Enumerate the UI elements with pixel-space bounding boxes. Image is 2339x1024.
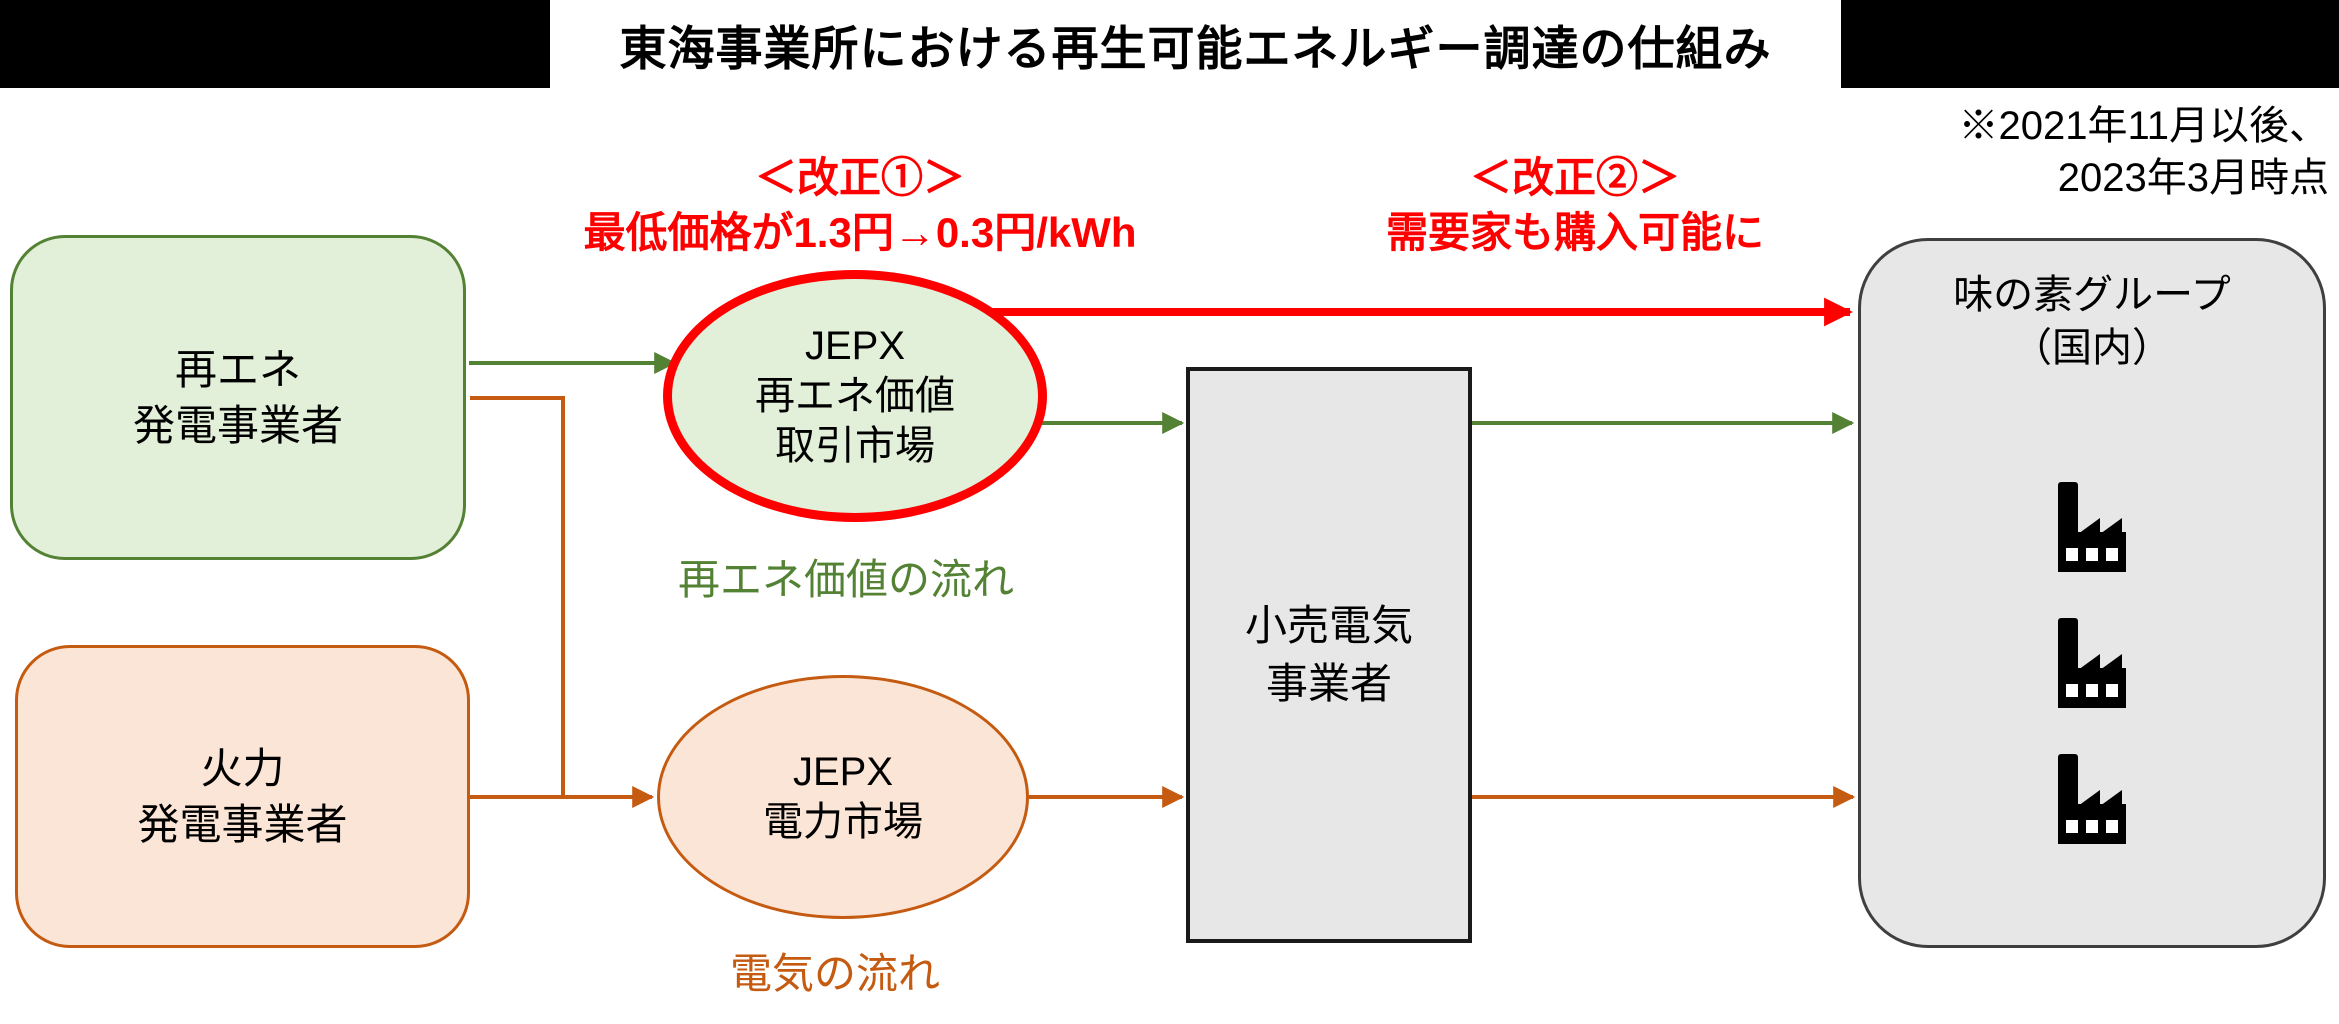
date-note: ※2021年11月以後、 2023年3月時点 bbox=[1958, 104, 2329, 200]
node-retailer: 小売電気 事業者 bbox=[1186, 367, 1472, 943]
reform1-body: 最低価格が1.3円→0.3円/kWh bbox=[583, 209, 1137, 256]
title-bar-right-block bbox=[1841, 0, 2339, 88]
factory-icon bbox=[2058, 618, 2126, 708]
node-jepx-value-market: JEPX 再エネ価値 取引市場 bbox=[663, 270, 1047, 522]
reform2-heading: ＜改正②＞ bbox=[1469, 154, 1680, 201]
reform1-heading: ＜改正①＞ bbox=[754, 154, 965, 201]
electricity-flow-label: 電気の流れ bbox=[730, 950, 941, 997]
node-ajinomoto-group: 味の素グループ （国内） bbox=[1858, 238, 2326, 948]
line-renewable-to-jepx-power-branch bbox=[470, 396, 565, 797]
renewable-value-flow-label: 再エネ価値の流れ bbox=[678, 556, 1015, 603]
title-bar-left-block bbox=[0, 0, 550, 88]
node-jepx-power-market: JEPX 電力市場 bbox=[657, 675, 1029, 919]
node-thermal-generator: 火力 発電事業者 bbox=[15, 645, 470, 948]
ajinomoto-group-label: 味の素グループ （国内） bbox=[1953, 273, 2231, 370]
reform2-body: 需要家も購入可能に bbox=[1385, 209, 1764, 256]
factory-icon bbox=[2058, 482, 2126, 572]
node-renewable-generator: 再エネ 発電事業者 bbox=[10, 235, 466, 560]
jepx-power-market-label: JEPX 電力市場 bbox=[763, 750, 923, 844]
renewable-generator-label: 再エネ 発電事業者 bbox=[132, 345, 343, 449]
thermal-generator-label: 火力 発電事業者 bbox=[137, 744, 348, 848]
reform1-annotation: ＜改正①＞ 最低価格が1.3円→0.3円/kWh bbox=[510, 150, 1210, 260]
retailer-label: 小売電気 事業者 bbox=[1244, 602, 1413, 707]
page-title: 東海事業所における再生可能エネルギー調達の仕組み bbox=[619, 21, 1772, 75]
jepx-value-market-label: JEPX 再エネ価値 取引市場 bbox=[755, 324, 955, 468]
factory-icon-list bbox=[1861, 476, 2323, 852]
factory-icon bbox=[2058, 754, 2126, 844]
reform2-annotation: ＜改正②＞ 需要家も購入可能に bbox=[1370, 150, 1780, 260]
